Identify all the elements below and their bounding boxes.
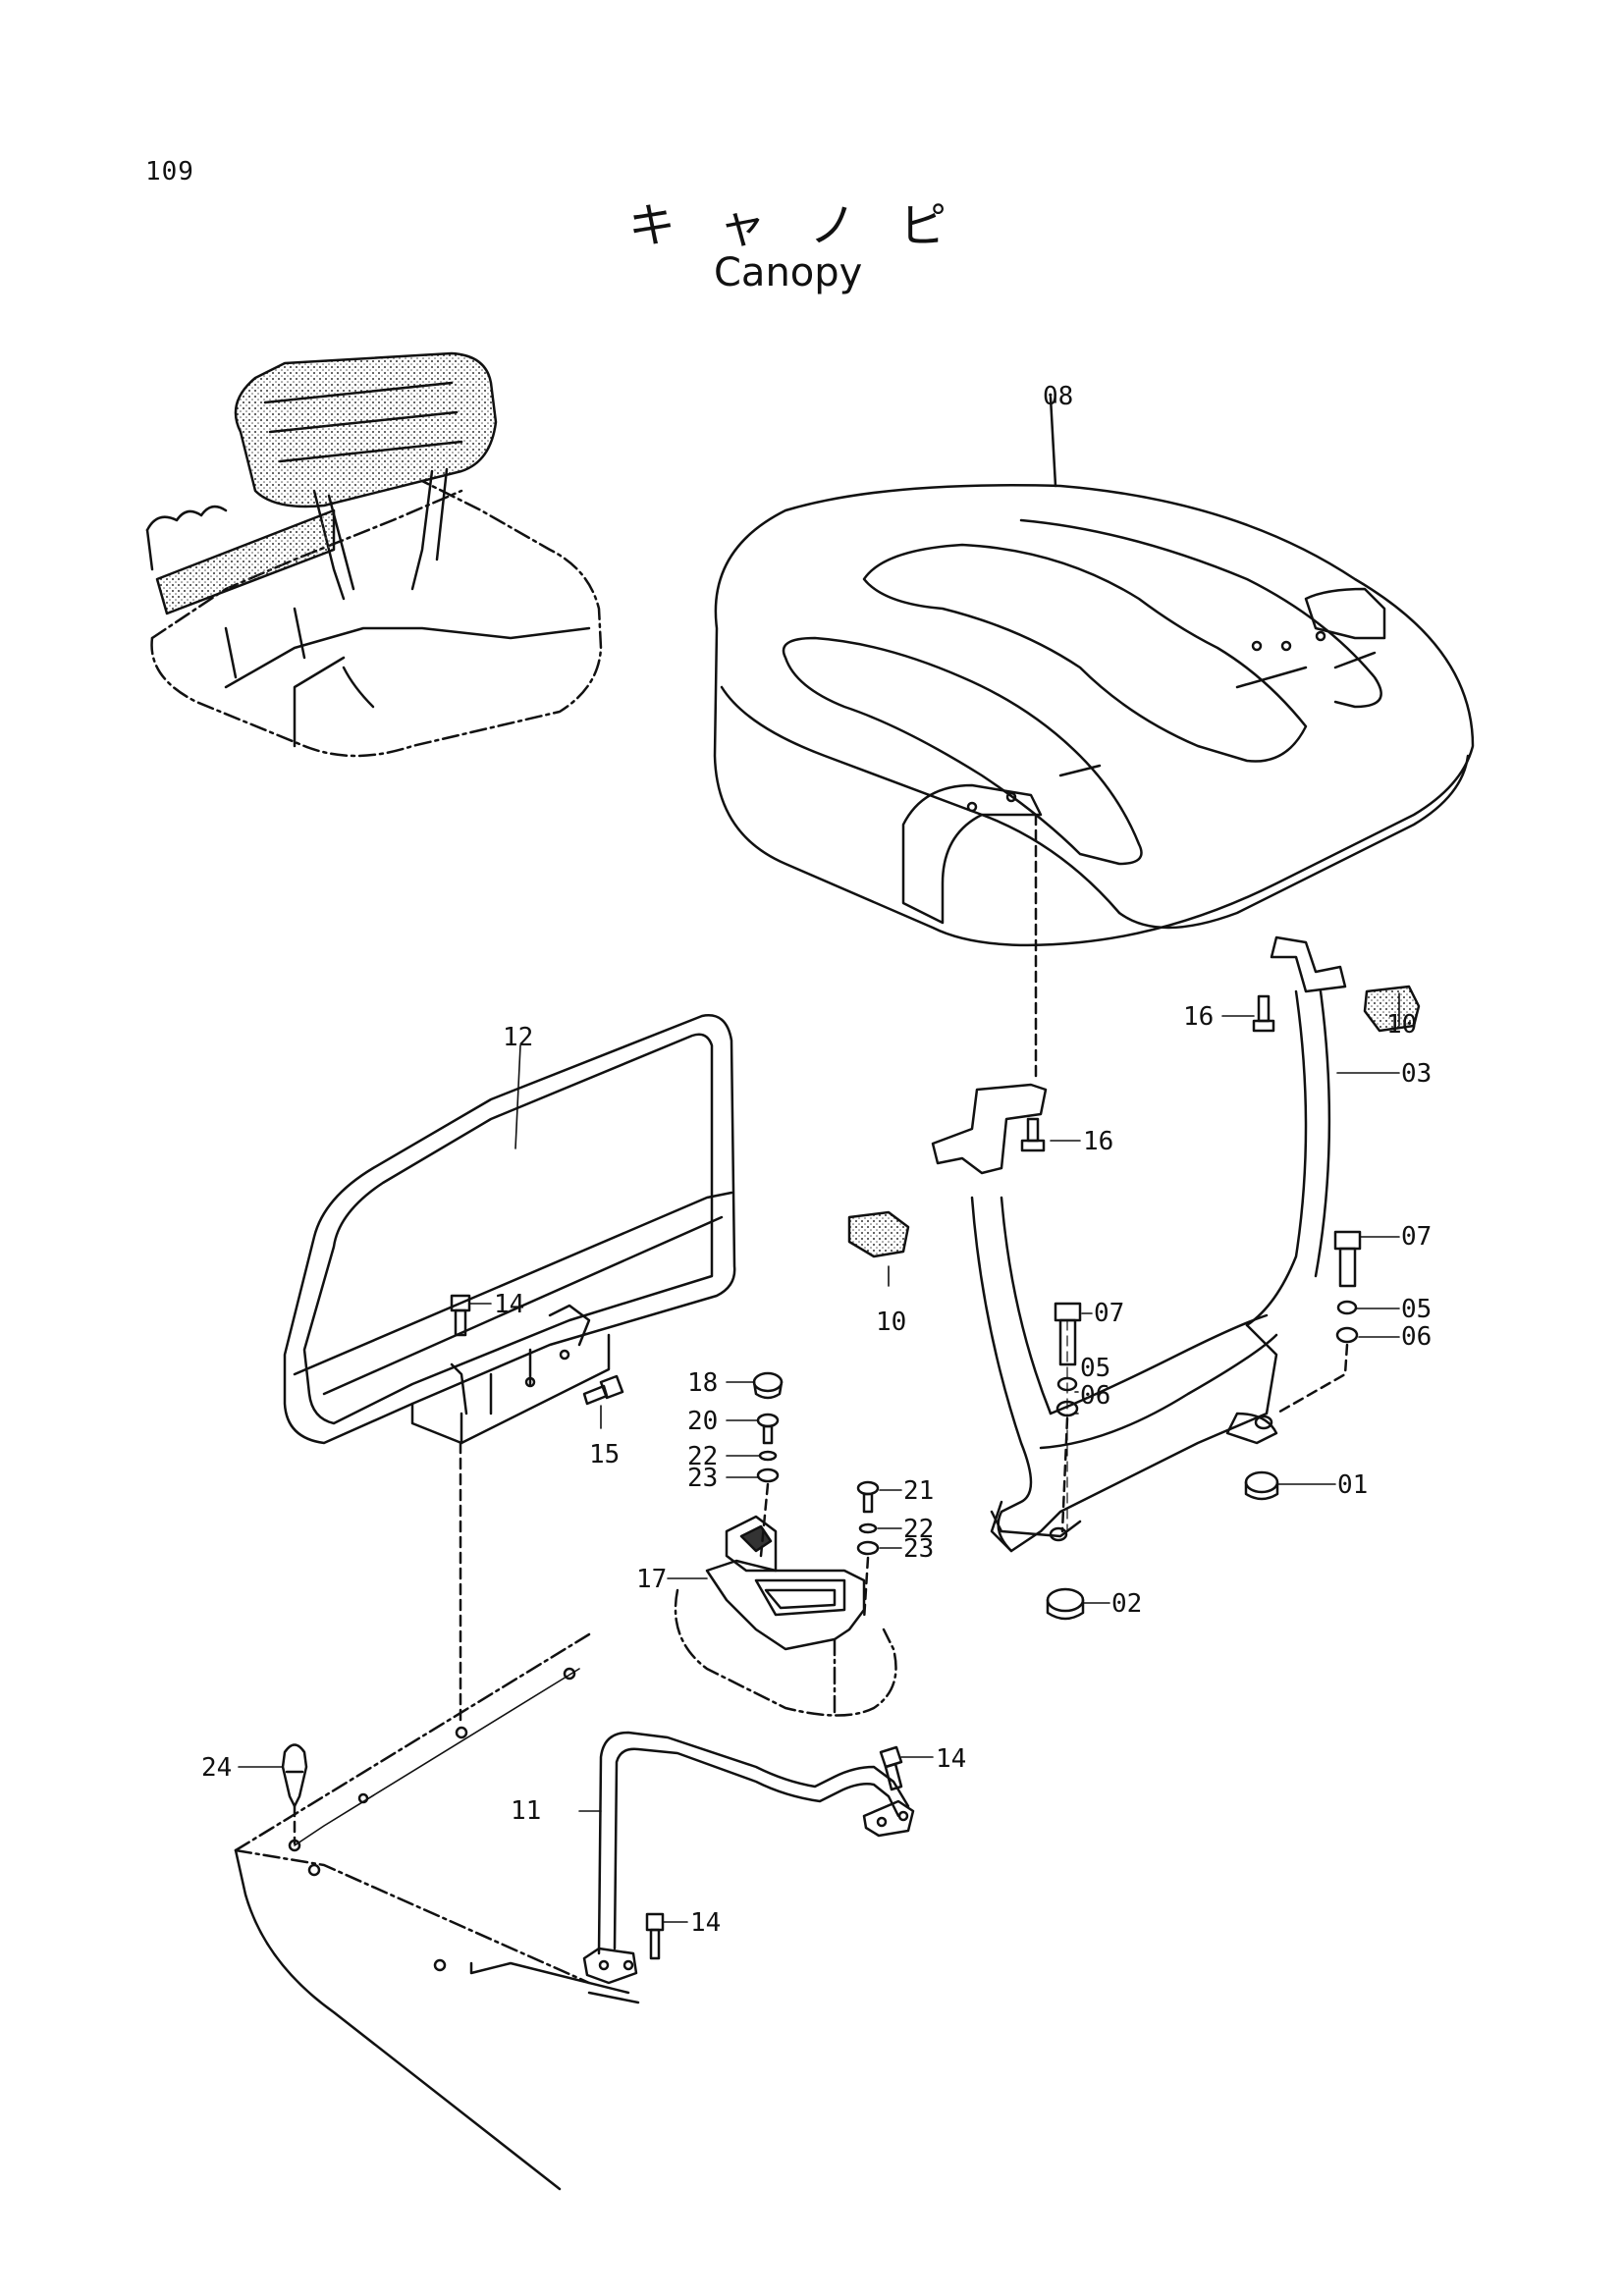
callout-07a: 07 (1401, 1222, 1432, 1252)
callout-14c: 14 (690, 1908, 721, 1938)
callout-05b: 05 (1080, 1354, 1110, 1383)
callout-21: 21 (903, 1476, 934, 1506)
grommet-18 (752, 1371, 784, 1400)
callout-16b: 16 (1083, 1127, 1113, 1156)
console-17 (674, 1515, 897, 1717)
callout-23a: 23 (687, 1464, 718, 1493)
overview-inset (145, 351, 603, 758)
title-japanese: キャノピ (628, 198, 991, 253)
callout-14b: 14 (936, 1744, 966, 1774)
callout-10b: 10 (876, 1308, 906, 1337)
washer-22b (858, 1522, 878, 1534)
rubber-pad-10a (1363, 985, 1421, 1033)
callout-06a: 06 (1401, 1322, 1432, 1352)
washer-23b (856, 1540, 880, 1556)
callout-08: 08 (1043, 382, 1073, 411)
callout-15: 15 (589, 1440, 620, 1469)
spring-washer-05a (1336, 1300, 1358, 1315)
callout-22a: 22 (687, 1442, 718, 1471)
callout-24: 24 (201, 1753, 232, 1783)
callout-07b: 07 (1094, 1299, 1124, 1328)
callout-18: 18 (687, 1368, 718, 1398)
canopy-roof (713, 396, 1475, 1082)
callout-22b: 22 (903, 1515, 934, 1544)
callout-06b: 06 (1080, 1381, 1110, 1411)
screw-20 (756, 1413, 780, 1445)
callout-11: 11 (511, 1796, 541, 1826)
nut-02 (1046, 1587, 1085, 1621)
bolt-16b (1020, 1117, 1046, 1152)
washer-23a (756, 1468, 780, 1483)
callout-17: 17 (636, 1565, 667, 1594)
callout-20: 20 (687, 1407, 718, 1436)
bolt-16a (1252, 994, 1275, 1033)
callout-10a: 10 (1386, 1010, 1417, 1040)
bolt-14a (450, 1294, 471, 1337)
callout-02: 02 (1111, 1589, 1142, 1619)
canopy-frame (931, 935, 1347, 1553)
bolt-15 (582, 1374, 624, 1406)
callout-05a: 05 (1401, 1295, 1432, 1324)
floor-deck (234, 1632, 640, 2191)
callout-12: 12 (503, 1023, 533, 1052)
bolt-07a (1333, 1230, 1362, 1288)
guard-frame (283, 1014, 736, 1445)
callout-23b: 23 (903, 1534, 934, 1564)
screw-21 (856, 1480, 880, 1514)
bolt-14c (645, 1912, 665, 1960)
title-english: Canopy (714, 250, 863, 295)
callout-16a: 16 (1183, 1002, 1214, 1032)
leader-lines (238, 397, 1400, 1923)
callout-labels: 01 02 03 05 05 06 06 07 07 08 10 10 11 1… (201, 382, 1432, 1938)
clip-24 (281, 1743, 308, 1808)
bolt-14b (879, 1745, 903, 1791)
page-number: 109 (145, 157, 194, 187)
callout-01: 01 (1337, 1470, 1368, 1500)
washer-22a (758, 1450, 778, 1462)
bolt-07b (1054, 1302, 1082, 1366)
callout-14a: 14 (494, 1290, 524, 1319)
rubber-pad-10b (847, 1210, 910, 1258)
washer-06a (1335, 1326, 1359, 1344)
handrail-11 (582, 1731, 915, 1985)
callout-03: 03 (1401, 1059, 1432, 1089)
nut-01 (1244, 1470, 1279, 1501)
